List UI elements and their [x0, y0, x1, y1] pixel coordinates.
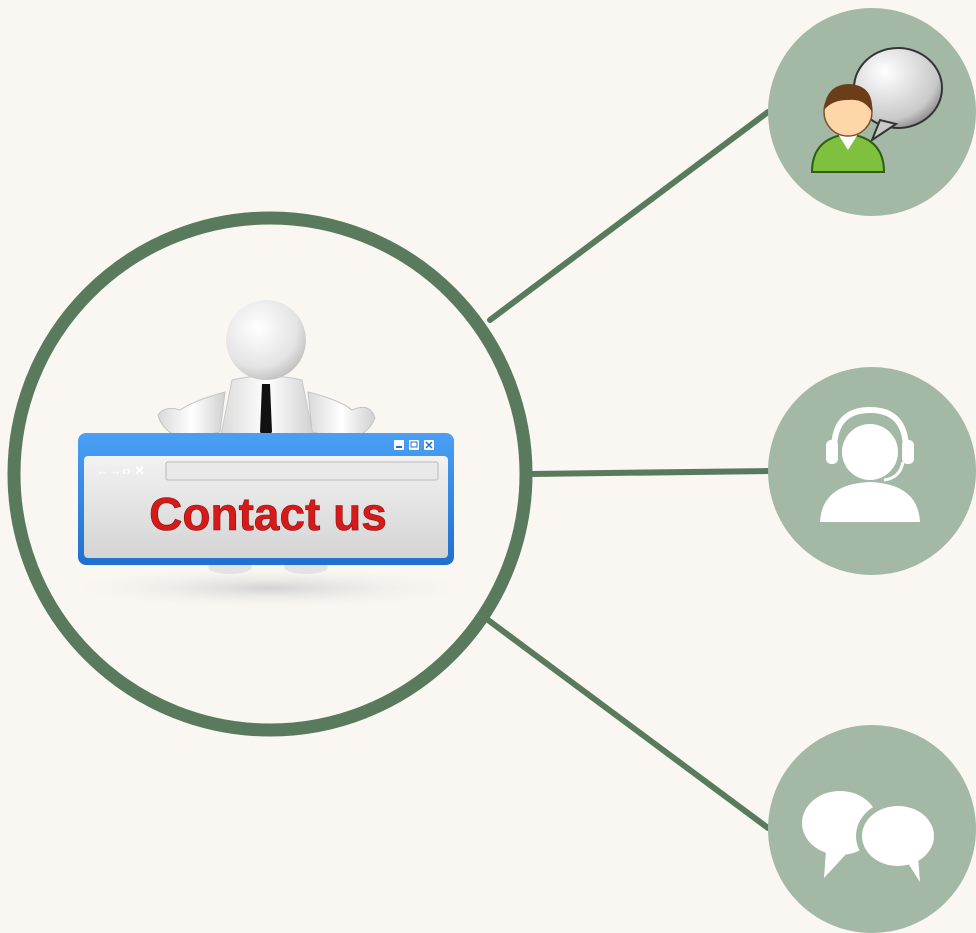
node-speech-bubbles — [768, 725, 976, 933]
center-ring — [7, 211, 533, 737]
speech-bubbles-icon — [802, 791, 940, 882]
contact-us-text: Contact us — [149, 488, 387, 540]
node-headset-support — [768, 367, 976, 575]
contact-us-window: ←→‹› ✕ Contact us — [78, 433, 454, 565]
user-chat-bubble-icon — [810, 47, 943, 173]
node-user-chat — [768, 8, 976, 216]
window-controls — [394, 440, 434, 450]
headset-support-icon — [820, 406, 920, 522]
connector-top — [487, 109, 771, 323]
connector-middle — [527, 468, 773, 477]
figure-head — [226, 300, 306, 380]
connector-bottom — [485, 617, 771, 831]
window-nav-glyphs: ←→‹› ✕ — [96, 463, 145, 478]
